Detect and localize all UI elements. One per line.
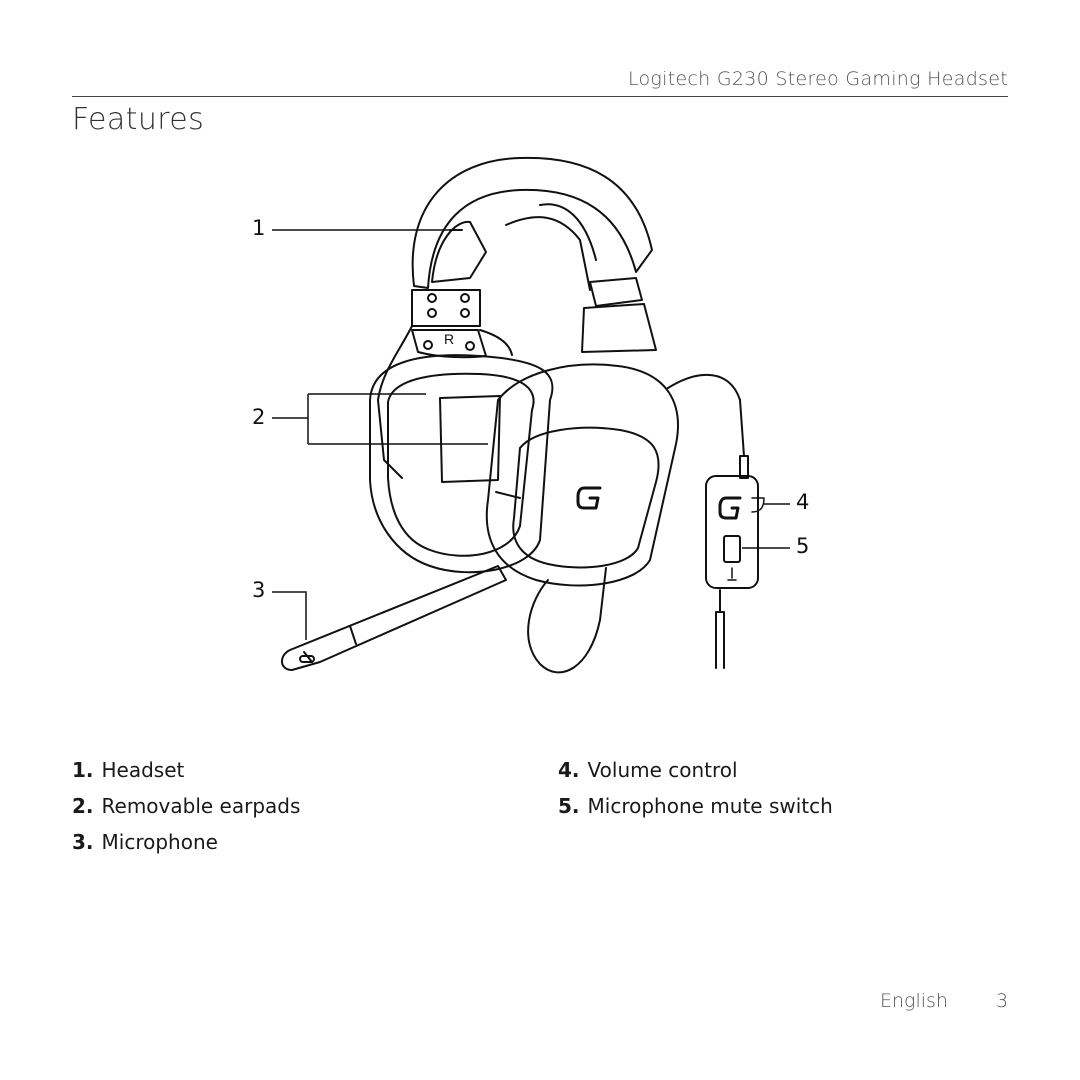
item-label: Removable earpads bbox=[101, 794, 301, 818]
feature-list-left: 1. Headset 2. Removable earpads 3. Micropho… bbox=[72, 752, 300, 860]
item-label: Microphone bbox=[101, 830, 218, 854]
item-number: 1. bbox=[72, 758, 94, 782]
callout-4: 4 bbox=[796, 490, 810, 514]
item-number: 3. bbox=[72, 830, 94, 854]
header-title: Logitech G230 Stereo Gaming Headset bbox=[627, 68, 1008, 90]
callout-2: 2 bbox=[252, 405, 266, 429]
header-rule bbox=[72, 96, 1008, 97]
headset-cable-loop bbox=[527, 567, 607, 674]
item-label: Headset bbox=[101, 758, 185, 782]
list-item: 3. Microphone bbox=[72, 824, 300, 860]
left-earcup bbox=[369, 354, 554, 574]
page-number: 3 bbox=[996, 990, 1009, 1012]
list-item: 5. Microphone mute switch bbox=[558, 788, 833, 824]
right-slider bbox=[589, 277, 643, 307]
item-number: 2. bbox=[72, 794, 94, 818]
item-number: 5. bbox=[558, 794, 580, 818]
headband-outer bbox=[411, 156, 653, 289]
cable-to-plug bbox=[715, 589, 725, 669]
item-label: Volume control bbox=[587, 758, 738, 782]
item-label: Microphone mute switch bbox=[587, 794, 833, 818]
cable-to-remote bbox=[667, 373, 745, 457]
right-side-label: R bbox=[444, 331, 454, 347]
callout-1: 1 bbox=[252, 216, 266, 240]
feature-list-right: 4. Volume control 5. Microphone mute switc… bbox=[558, 752, 833, 824]
g-logo-earcup-icon bbox=[576, 486, 602, 510]
left-earpad bbox=[387, 372, 535, 557]
list-item: 2. Removable earpads bbox=[72, 788, 300, 824]
page-title: Features bbox=[72, 102, 205, 137]
mic-icon bbox=[727, 567, 737, 581]
right-earcup-plate bbox=[512, 426, 660, 569]
leader-3 bbox=[272, 591, 307, 640]
mute-switch bbox=[723, 535, 741, 563]
item-number: 4. bbox=[558, 758, 580, 782]
left-slider bbox=[411, 289, 481, 327]
list-item: 1. Headset bbox=[72, 752, 300, 788]
leader-2 bbox=[272, 393, 488, 445]
callout-5: 5 bbox=[796, 534, 810, 558]
microphone-boom bbox=[281, 565, 507, 671]
list-item: 4. Volume control bbox=[558, 752, 833, 788]
footer-language: English bbox=[880, 990, 948, 1012]
right-yoke bbox=[581, 303, 657, 353]
inline-remote bbox=[705, 475, 759, 589]
callout-3: 3 bbox=[252, 578, 266, 602]
right-earcup bbox=[485, 363, 679, 587]
g-logo-remote-icon bbox=[718, 496, 742, 520]
headband-inner bbox=[431, 220, 487, 283]
